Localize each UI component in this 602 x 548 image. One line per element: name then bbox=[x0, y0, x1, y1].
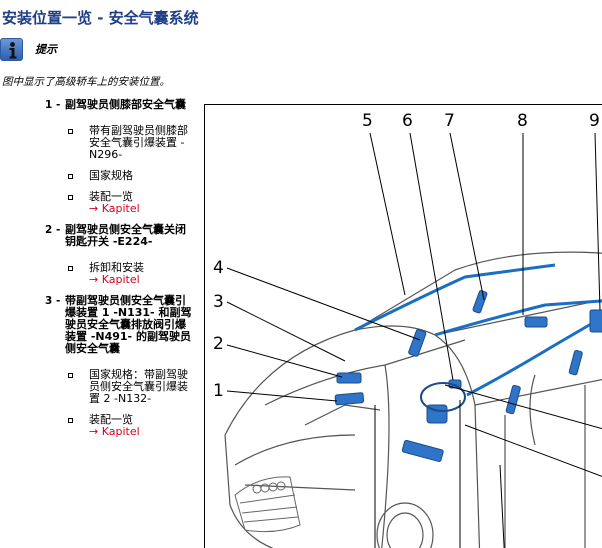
callout-label: 7 bbox=[444, 111, 455, 131]
item-number: 1 - bbox=[45, 99, 61, 111]
square-bullet-icon bbox=[68, 373, 73, 378]
item-title: 副驾驶员侧膝部安全气囊 bbox=[65, 98, 186, 111]
item-title: 带副驾驶员侧安全气囊引爆装置 1 -N131- 和副驾驶员安全气囊排放阀引爆装置… bbox=[65, 294, 192, 355]
callout-label: 9 bbox=[589, 111, 600, 131]
callout-label: 3 bbox=[213, 292, 224, 312]
note-text: 图中显示了高级轿车上的安装位置。 bbox=[2, 76, 170, 88]
callout-label: 2 bbox=[213, 334, 224, 354]
sub-item: 装配一览→ Kapitel bbox=[65, 414, 195, 438]
kapitel-link[interactable]: → Kapitel bbox=[89, 273, 140, 286]
callout-label: 6 bbox=[402, 111, 413, 131]
list-item: 2 - 副驾驶员侧安全气囊关闭钥匙开关 -E224- 拆卸和安装→ Kapite… bbox=[45, 224, 195, 286]
sub-item-text: 装配一览 bbox=[89, 190, 133, 203]
list-item: 3 - 带副驾驶员侧安全气囊引爆装置 1 -N131- 和副驾驶员安全气囊排放阀… bbox=[45, 295, 195, 438]
kapitel-link[interactable]: → Kapitel bbox=[89, 425, 140, 438]
sub-item: 国家规格：带副驾驶员侧安全气囊引爆装置 2 -N132- bbox=[65, 369, 195, 405]
square-bullet-icon bbox=[68, 266, 73, 271]
sub-item-text: 装配一览 bbox=[89, 413, 133, 426]
square-bullet-icon bbox=[68, 129, 73, 134]
square-bullet-icon bbox=[68, 174, 73, 179]
sub-item: 拆卸和安装→ Kapitel bbox=[65, 262, 195, 286]
callout-label: 8 bbox=[517, 111, 528, 131]
sub-list: 国家规格：带副驾驶员侧安全气囊引爆装置 2 -N132- 装配一览→ Kapit… bbox=[65, 369, 195, 438]
callout-label: 1 bbox=[213, 381, 224, 401]
car-illustration bbox=[224, 132, 602, 548]
item-number: 3 - bbox=[45, 295, 61, 307]
callout-label: 4 bbox=[213, 258, 224, 278]
sub-list: 带有副驾驶员侧膝部安全气囊引爆装置 -N296- 国家规格 装配一览→ Kapi… bbox=[65, 125, 195, 215]
sub-list: 拆卸和安装→ Kapitel bbox=[65, 262, 195, 286]
list-item: 1 - 副驾驶员侧膝部安全气囊 带有副驾驶员侧膝部安全气囊引爆装置 -N296-… bbox=[45, 99, 195, 215]
sub-item: 带有副驾驶员侧膝部安全气囊引爆装置 -N296- bbox=[65, 125, 195, 161]
info-icon bbox=[0, 37, 23, 61]
note-label: 提示 bbox=[35, 43, 57, 56]
sub-item-text: 国家规格：带副驾驶员侧安全气囊引爆装置 2 -N132- bbox=[89, 368, 188, 405]
sub-item-text: 国家规格 bbox=[89, 169, 133, 182]
item-number: 2 - bbox=[45, 224, 61, 236]
kapitel-link[interactable]: → Kapitel bbox=[89, 202, 140, 215]
component-list: 1 - 副驾驶员侧膝部安全气囊 带有副驾驶员侧膝部安全气囊引爆装置 -N296-… bbox=[45, 99, 195, 447]
square-bullet-icon bbox=[68, 195, 73, 200]
page-title: 安装位置一览 - 安全气囊系统 bbox=[2, 9, 199, 27]
note-header: 提示 bbox=[0, 37, 57, 61]
sub-item: 装配一览→ Kapitel bbox=[65, 191, 195, 215]
square-bullet-icon bbox=[68, 418, 73, 423]
airbag-location-figure: 5 6 7 8 9 4 3 2 1 bbox=[204, 104, 602, 548]
sub-item-text: 拆卸和安装 bbox=[89, 261, 144, 274]
sub-item-text: 带有副驾驶员侧膝部安全气囊引爆装置 -N296- bbox=[89, 124, 188, 161]
item-title: 副驾驶员侧安全气囊关闭钥匙开关 -E224- bbox=[65, 223, 186, 248]
sub-item: 国家规格 bbox=[65, 170, 195, 182]
callout-label: 5 bbox=[362, 111, 373, 131]
